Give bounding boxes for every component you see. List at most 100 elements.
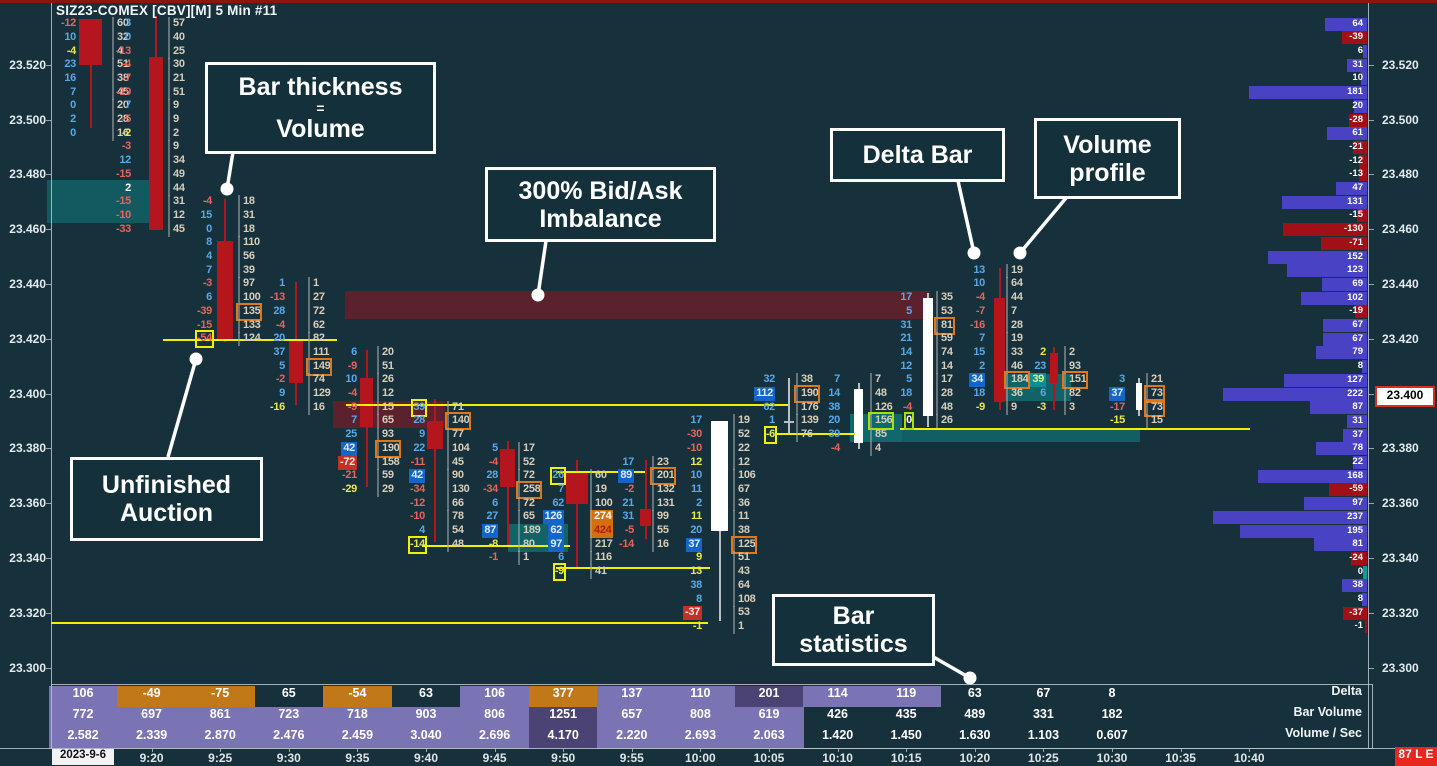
volume-profile-bar <box>1322 277 1367 291</box>
candle-body <box>566 470 588 504</box>
volume-cell: 135 <box>235 302 263 321</box>
candle-body <box>360 377 373 427</box>
delta-cell: 25 <box>345 428 357 441</box>
volume-profile-value: 69 <box>1352 277 1363 289</box>
time-label: 9:20 <box>139 751 164 765</box>
axis-tick <box>1368 174 1374 176</box>
volume-profile-bar <box>1284 373 1367 387</box>
volume-cell: 67 <box>733 482 750 497</box>
price-label: 23.480 <box>9 167 46 182</box>
volume-cell: 60 <box>112 17 129 32</box>
imbalance-zone <box>345 291 930 319</box>
annotation-box-delta-bar[interactable]: Delta Bar <box>830 128 1005 182</box>
delta-cell: -4 <box>975 291 985 304</box>
delta-cell: 16 <box>64 71 76 84</box>
volume-profile-value: 168 <box>1347 469 1363 481</box>
volume-cell: 97 <box>238 277 255 292</box>
axis-tick <box>1368 503 1374 505</box>
volume-cell: 19 <box>733 414 750 429</box>
volume-profile-bar <box>1348 113 1367 127</box>
volume-profile-value: -13 <box>1349 168 1363 180</box>
volume-cell: 43 <box>733 565 750 580</box>
stats-delta-value: 67 <box>1036 686 1051 700</box>
stats-volume-value: 808 <box>665 707 735 728</box>
volume-profile-value: 8 <box>1357 593 1363 604</box>
stats-volume-value: 657 <box>597 707 667 728</box>
time-tick <box>563 748 565 752</box>
delta-cell: -2 <box>275 373 285 386</box>
stats-label-volume-per-sec: Volume / Sec <box>1285 726 1362 740</box>
axis-tick <box>1368 557 1374 559</box>
status-badge[interactable]: 87 L E <box>1395 747 1437 766</box>
volume-profile-value: 31 <box>1352 58 1363 70</box>
delta-cell: 7 <box>979 332 985 345</box>
delta-cell: -5 <box>121 113 131 125</box>
volume-cell: 53 <box>936 304 953 319</box>
volume-profile-value: -59 <box>1349 483 1363 495</box>
volume-cell: 38 <box>112 71 129 86</box>
volume-profile-bar <box>1240 524 1367 538</box>
delta-cell: 7 <box>125 99 131 112</box>
delta-cell: -14 <box>619 537 634 550</box>
delta-cell: 13 <box>690 565 702 578</box>
time-tick <box>974 748 976 752</box>
time-axis-line <box>0 748 1437 749</box>
annotation-text: Bar <box>832 602 875 630</box>
delta-cell: -10 <box>687 441 702 454</box>
volume-profile-value: 79 <box>1352 346 1363 358</box>
delta-cell: 9 <box>279 387 285 399</box>
volume-profile-bar <box>1342 606 1367 620</box>
volume-cell: 62 <box>308 318 325 333</box>
annotation-box-bar-thickness[interactable]: Bar thickness=Volume <box>205 62 436 154</box>
volume-cell: 9 <box>168 113 179 127</box>
volume-cell: 30 <box>168 58 185 73</box>
volume-profile-value: -19 <box>1349 305 1363 317</box>
stats-volume-per-sec-value: 2.696 <box>460 728 530 749</box>
volume-cell: 33 <box>1006 345 1023 360</box>
volume-cell: 54 <box>447 524 464 538</box>
time-label: 10:25 <box>1028 751 1059 765</box>
price-label: 23.340 <box>9 550 46 565</box>
volume-profile-bar <box>1325 17 1367 31</box>
time-label: 9:50 <box>551 751 576 765</box>
delta-cell: -14 <box>408 535 427 554</box>
volume-cell: 190 <box>374 439 402 458</box>
delta-cell: 13 <box>973 263 985 276</box>
price-label: 23.360 <box>1382 496 1419 511</box>
volume-profile-value: -39 <box>1349 31 1363 43</box>
delta-cell: 31 <box>622 510 634 523</box>
delta-cell: 0 <box>206 222 212 235</box>
unfinished-auction-line <box>777 433 855 435</box>
volume-cell: 31 <box>168 195 185 210</box>
candle-body <box>500 448 515 488</box>
volume-profile-bar <box>1360 72 1367 86</box>
delta-cell: -10 <box>116 208 131 221</box>
annotation-text: Volume <box>276 115 365 143</box>
delta-cell: 10 <box>690 469 702 482</box>
delta-cell: 14 <box>828 387 840 399</box>
delta-cell: -37 <box>683 606 702 621</box>
delta-cell: 38 <box>828 400 840 413</box>
stats-volume-value: 903 <box>391 707 461 728</box>
delta-cell: 7 <box>351 414 357 427</box>
volume-profile-bar <box>1281 195 1367 209</box>
volume-cell: 110 <box>238 236 260 251</box>
delta-cell: -4 <box>830 441 840 454</box>
delta-cell: 12 <box>119 154 131 167</box>
candle-body <box>1050 352 1058 384</box>
candle-body <box>79 18 102 66</box>
axis-tick <box>1368 283 1374 285</box>
stats-volume-value: 697 <box>117 707 187 728</box>
volume-cell: 130 <box>447 482 470 497</box>
price-label: 23.440 <box>9 276 46 291</box>
volume-profile-value: 47 <box>1352 182 1363 193</box>
volume-cell: 18 <box>238 195 255 210</box>
volume-cell: 190 <box>793 385 821 403</box>
unfinished-auction-line <box>556 471 645 473</box>
volume-cell: 90 <box>447 469 464 484</box>
volume-profile-value: 102 <box>1347 291 1363 303</box>
